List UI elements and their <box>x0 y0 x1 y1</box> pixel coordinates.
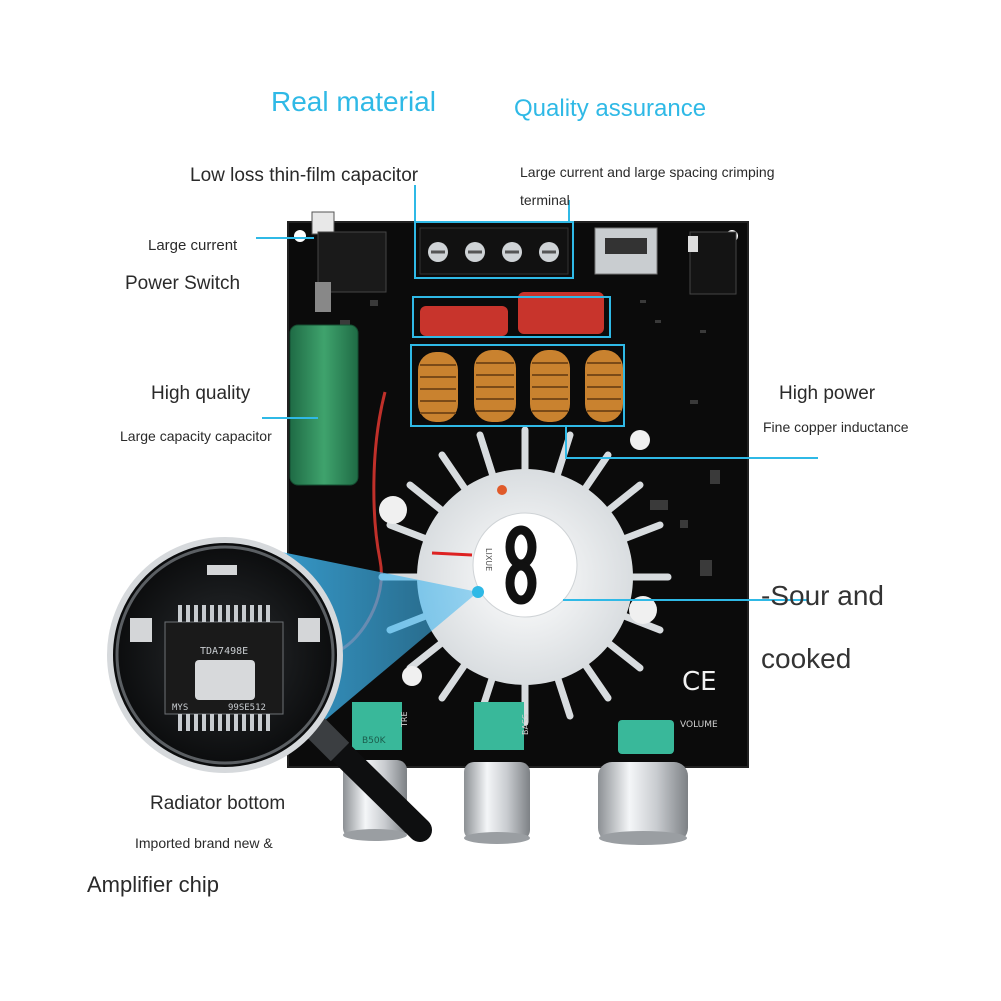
power-switch <box>311 211 387 312</box>
label-inductor-line1: High power <box>779 383 876 404</box>
fan-logo-icon <box>505 525 537 605</box>
label-inductor-line2: Fine copper inductance <box>763 419 909 435</box>
magnifier: TDA7498E MYS 99SE512 <box>107 537 432 842</box>
chip-label-2: MYS <box>172 703 188 713</box>
fan-logo-text: LIXUE <box>484 548 493 571</box>
copper-inductors <box>418 350 623 422</box>
tre-mark: TRE <box>400 712 409 729</box>
knob-code-mark: B50K <box>362 736 387 746</box>
bass-mark: BASS <box>521 714 530 735</box>
label-radiator-line1: Radiator bottom <box>150 793 286 814</box>
electrolytic-capacitor <box>289 324 359 486</box>
label-radiator-line2: Imported brand new & <box>135 835 273 851</box>
chip-label: TDA7498E <box>200 646 248 657</box>
callout-lines <box>256 185 818 601</box>
label-cap-line2: Large capacity capacitor <box>120 428 272 444</box>
label-terminal-line2: terminal <box>520 192 570 208</box>
audio-jack <box>688 231 737 295</box>
label-film-capacitor: Low loss thin-film capacitor <box>190 165 419 186</box>
label-sour-line1: -Sour and <box>761 580 884 611</box>
chip-label-3: 99SE512 <box>228 703 266 713</box>
label-switch-line1: Large current <box>148 237 238 254</box>
label-cap-line1: High quality <box>151 383 251 404</box>
screw-terminals <box>419 227 569 275</box>
heading-quality-assurance: Quality assurance <box>514 95 707 122</box>
label-sour-line2: cooked <box>761 643 852 674</box>
ce-mark: CE <box>682 667 717 697</box>
volume-mark: VOLUME <box>680 720 718 730</box>
film-capacitors <box>420 292 604 336</box>
potentiometers <box>352 702 674 754</box>
usb-port <box>594 227 658 275</box>
heading-real-material: Real material <box>271 86 436 117</box>
label-terminal-line1: Large current and large spacing crimping <box>520 164 775 180</box>
label-radiator-line3: Amplifier chip <box>87 872 220 897</box>
label-switch-line2: Power Switch <box>125 273 241 294</box>
